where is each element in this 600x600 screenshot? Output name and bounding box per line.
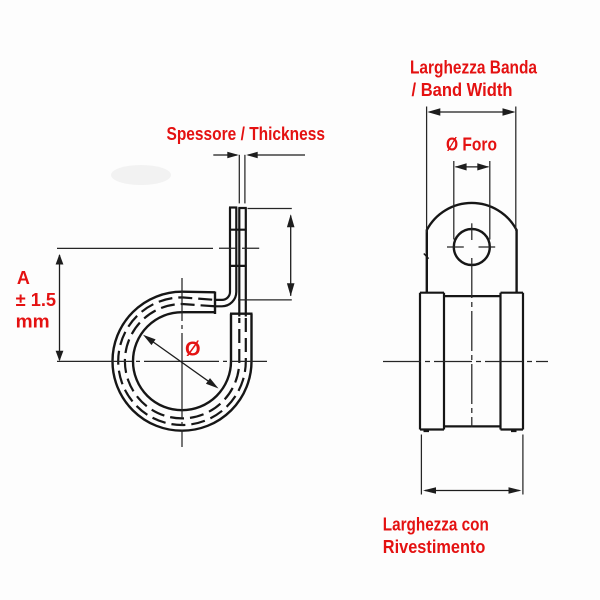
svg-text:Ø Foro: Ø Foro <box>446 135 497 155</box>
svg-text:mm: mm <box>16 312 50 332</box>
svg-text:Rivestimento: Rivestimento <box>383 537 486 557</box>
svg-text:/ Band Width: / Band Width <box>412 80 513 100</box>
svg-text:A: A <box>17 268 30 288</box>
svg-text:Larghezza Banda: Larghezza Banda <box>410 58 538 78</box>
svg-text:Larghezza con: Larghezza con <box>383 515 489 535</box>
svg-text:Ø: Ø <box>185 339 201 361</box>
svg-text:± 1.5: ± 1.5 <box>16 290 57 310</box>
svg-text:Spessore / Thickness: Spessore / Thickness <box>167 124 326 144</box>
